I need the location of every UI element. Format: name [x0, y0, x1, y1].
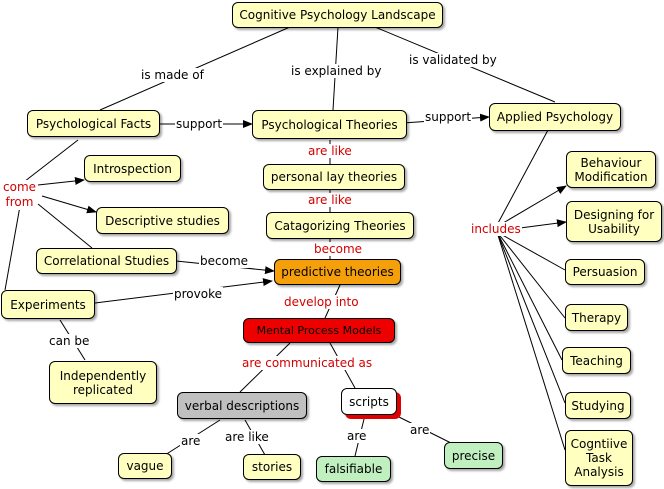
link-become-correlational: become: [199, 254, 250, 268]
link-become-theories: become: [313, 242, 364, 256]
link-develop-into: develop into: [283, 295, 360, 309]
link-is-explained-by: is explained by: [290, 64, 383, 78]
link-come-from: come from: [2, 180, 38, 210]
node-designing-for-usability[interactable]: Designing for Usability: [566, 201, 662, 242]
link-includes: includes: [470, 222, 522, 236]
link-is-validated-by: is validated by: [408, 53, 498, 67]
link-are-like-stories: are like: [224, 430, 270, 444]
node-stories[interactable]: stories: [243, 454, 301, 480]
node-behaviour-modification[interactable]: Behaviour Modification: [566, 151, 656, 188]
node-therapy[interactable]: Therapy: [565, 304, 628, 331]
node-introspection[interactable]: Introspection: [84, 155, 181, 182]
link-provoke: provoke: [173, 287, 223, 301]
node-precise[interactable]: precise: [444, 442, 503, 469]
node-falsifiable[interactable]: falsifiable: [316, 456, 391, 482]
link-are-like-1: are like: [307, 144, 353, 158]
node-teaching[interactable]: Teaching: [562, 347, 631, 374]
node-descriptive-studies[interactable]: Descriptive studies: [96, 207, 229, 234]
node-vague[interactable]: vague: [118, 453, 172, 479]
link-is-made-of: is made of: [140, 68, 205, 82]
node-persuasion[interactable]: Persuasion: [565, 259, 645, 285]
node-predictive-theories[interactable]: predictive theories: [274, 259, 401, 285]
node-cognitive-psychology-landscape[interactable]: Cognitive Psychology Landscape: [232, 2, 443, 28]
node-psychological-facts[interactable]: Psychological Facts: [27, 110, 160, 137]
node-mental-process-models[interactable]: Mental Process Models: [243, 318, 395, 343]
node-studying[interactable]: Studying: [565, 392, 631, 419]
node-personal-lay-theories[interactable]: personal lay theories: [263, 164, 405, 190]
link-are-precise: are: [409, 423, 431, 437]
node-scripts[interactable]: scripts: [341, 388, 397, 415]
node-psychological-theories[interactable]: Psychological Theories: [252, 110, 407, 139]
link-are-falsifiable: are: [346, 429, 368, 443]
link-are-communicated-as: are communicated as: [241, 356, 374, 370]
node-independently-replicated[interactable]: Independently replicated: [49, 361, 157, 404]
node-verbal-descriptions[interactable]: verbal descriptions: [177, 392, 307, 419]
link-are-like-2: are like: [307, 193, 353, 207]
node-applied-psychology[interactable]: Applied Psychology: [489, 103, 621, 131]
link-support-facts: support: [175, 117, 224, 131]
node-cognitive-task-analysis[interactable]: Cogntiive Task Analysis: [565, 430, 633, 486]
node-categorizing-theories[interactable]: Catagorizing Theories: [266, 212, 414, 239]
node-experiments[interactable]: Experiments: [1, 290, 95, 319]
link-are-vague: are: [180, 434, 202, 448]
link-support-theories: support: [424, 110, 473, 124]
link-can-be: can be: [48, 334, 91, 348]
node-correlational-studies[interactable]: Correlational Studies: [36, 248, 177, 274]
